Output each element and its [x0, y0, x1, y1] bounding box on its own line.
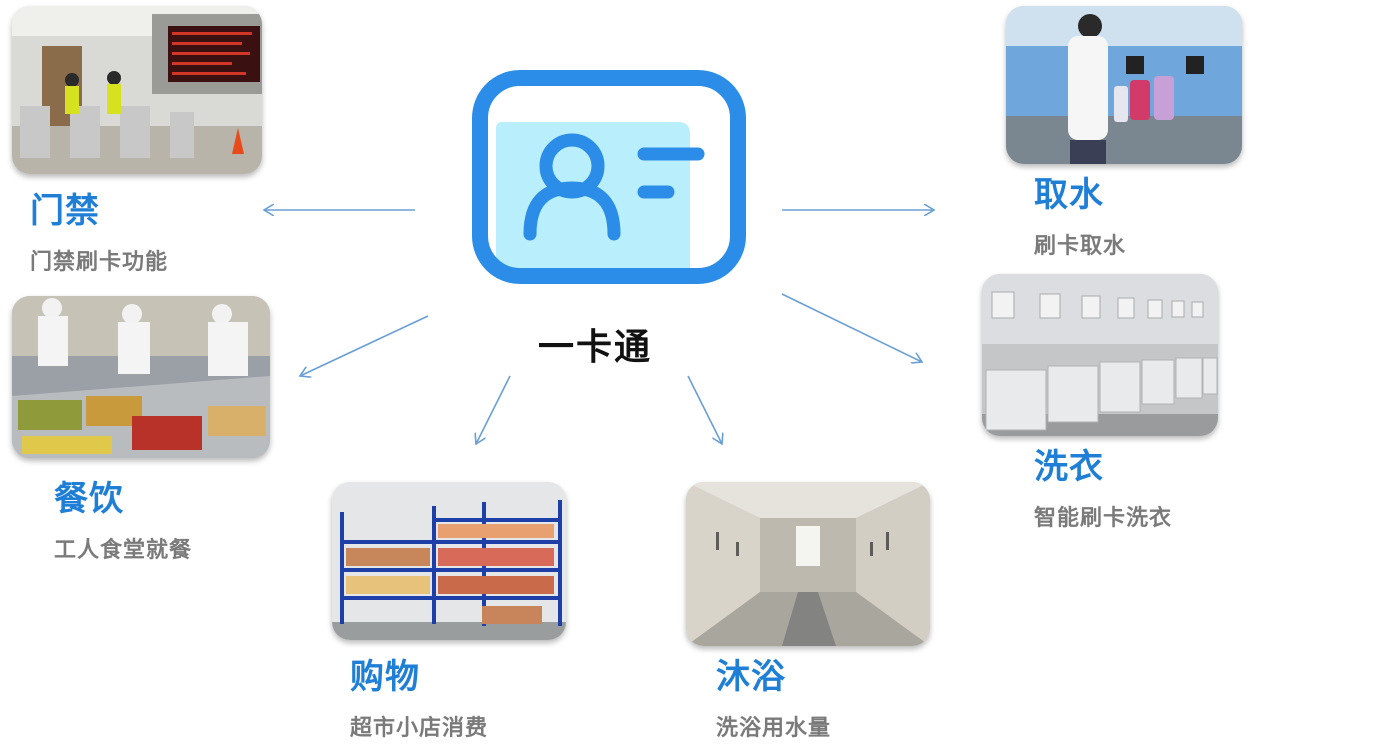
- shopping-title: 购物: [350, 657, 420, 697]
- canteen-buffet-photo: [12, 296, 270, 458]
- laundry-title: 洗衣: [1034, 447, 1104, 487]
- water-dispenser-photo: [1006, 6, 1242, 164]
- shopping-subtitle: 超市小店消费: [350, 716, 489, 741]
- center-label: 一卡通: [538, 327, 653, 368]
- bathing-subtitle: 洗浴用水量: [716, 716, 832, 741]
- id-card-icon: [472, 70, 746, 284]
- arrow-to-catering: [300, 315, 429, 376]
- bathing-title: 沐浴: [716, 657, 786, 697]
- access-title: 门禁: [30, 191, 100, 231]
- catering-title: 餐饮: [54, 479, 124, 519]
- catering-subtitle: 工人食堂就餐: [54, 538, 193, 563]
- access-subtitle: 门禁刷卡功能: [30, 250, 169, 275]
- water-title: 取水: [1034, 175, 1104, 215]
- arrow-to-shopping: [476, 375, 511, 444]
- arrow-to-laundry: [781, 293, 922, 362]
- store-shelves-photo: [332, 482, 566, 640]
- turnstile-gate-photo: [12, 6, 262, 174]
- arrow-to-bathing: [687, 375, 722, 444]
- laundry-subtitle: 智能刷卡洗衣: [1034, 506, 1173, 531]
- washing-machines-photo: [982, 274, 1218, 436]
- water-subtitle: 刷卡取水: [1034, 234, 1127, 259]
- shower-room-photo: [686, 482, 930, 646]
